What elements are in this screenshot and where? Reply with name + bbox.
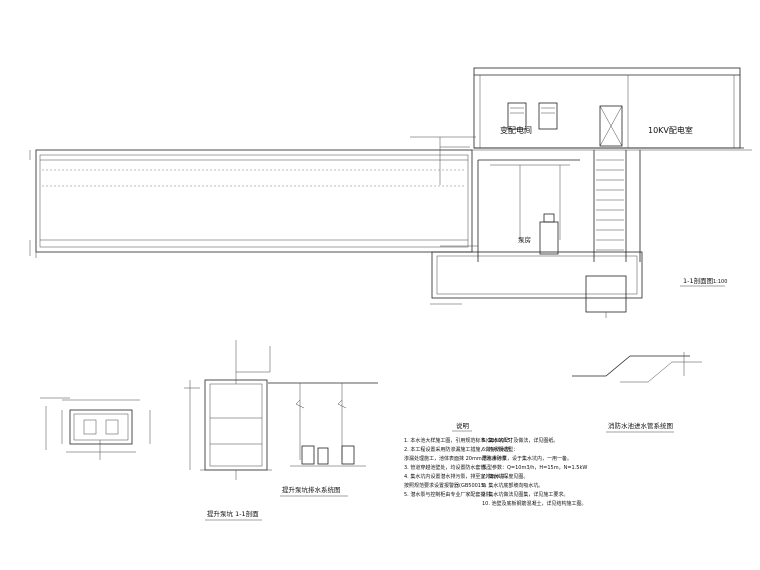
fire-pipe-system-drawing: [572, 352, 702, 383]
note-line: 4. 集水坑内设置潜水排污泵，排至室外雨水井。: [404, 473, 510, 480]
note-line: 8. 集水坑底部坡向吸水坑。: [482, 482, 543, 489]
label-distribution-room: 10KV配电室: [648, 125, 693, 135]
note-line: 10. 池壁及底板钢筋混凝土，详见结构施工图。: [482, 500, 587, 507]
note-line: 1. 本水池大样施工图，引用规范标准(GB50015): [404, 437, 513, 444]
note-line: 按照规范要求设置报警器(GB50015): [404, 482, 486, 489]
notes-right-column: 5. 集水坑尺寸及做法，详见图纸。 6. 污水泵选型： 潜水排污泵，设于集水坑内，…: [482, 437, 587, 507]
lift-pump-drain-system-drawing: [268, 382, 378, 467]
lower-pit-section: [430, 251, 643, 318]
note-line: 泵型参数：Q=10m3/h，H=15m，N=1.5kW: [482, 464, 587, 471]
label-pump-room: 泵房: [518, 235, 531, 244]
note-line: 9. 集水坑做法见图集，详见施工要求。: [482, 491, 568, 498]
label-section-1-1: 1-1剖面图: [683, 276, 713, 285]
label-fire-pipe-system: 消防水池进水管系统图: [608, 421, 673, 430]
label-lift-pump-pit-section: 提升泵坑 1-1剖面: [207, 509, 259, 518]
note-line: 潜水排污泵，设于集水坑内，一用一备。: [482, 455, 572, 462]
note-line: 3. 管道穿越池壁处，均设置防水套管。: [404, 464, 490, 471]
building-section: [410, 67, 752, 262]
note-line: 渗漏处理施工，池体表面抹 20mm厚防水砂浆: [404, 455, 507, 462]
label-lift-pump-drain-system: 提升泵坑排水系统图: [282, 485, 341, 494]
note-line: 6. 污水泵选型：: [482, 446, 518, 453]
pit-plan-detail: [40, 397, 151, 460]
note-line: 7. 集水坑深度见图。: [482, 473, 528, 480]
note-line: 5. 潜水泵与控制柜由专业厂家配套提供。: [404, 491, 495, 498]
notes-left-column: 1. 本水池大样施工图，引用规范标准(GB50015) 2. 本工程设置采用防渗漏…: [404, 437, 513, 498]
note-line: 2. 本工程设置采用防渗漏施工措施，做好防水防: [404, 446, 510, 453]
note-line: 5. 集水坑尺寸及做法，详见图纸。: [482, 437, 558, 444]
label-substation: 变配电间: [500, 125, 532, 135]
long-water-tank-section: [29, 149, 473, 258]
lift-pump-pit-section-drawing: [184, 340, 272, 480]
label-section-1-1-scale: 1:100: [713, 279, 727, 285]
notes-title: 说明: [456, 421, 470, 430]
